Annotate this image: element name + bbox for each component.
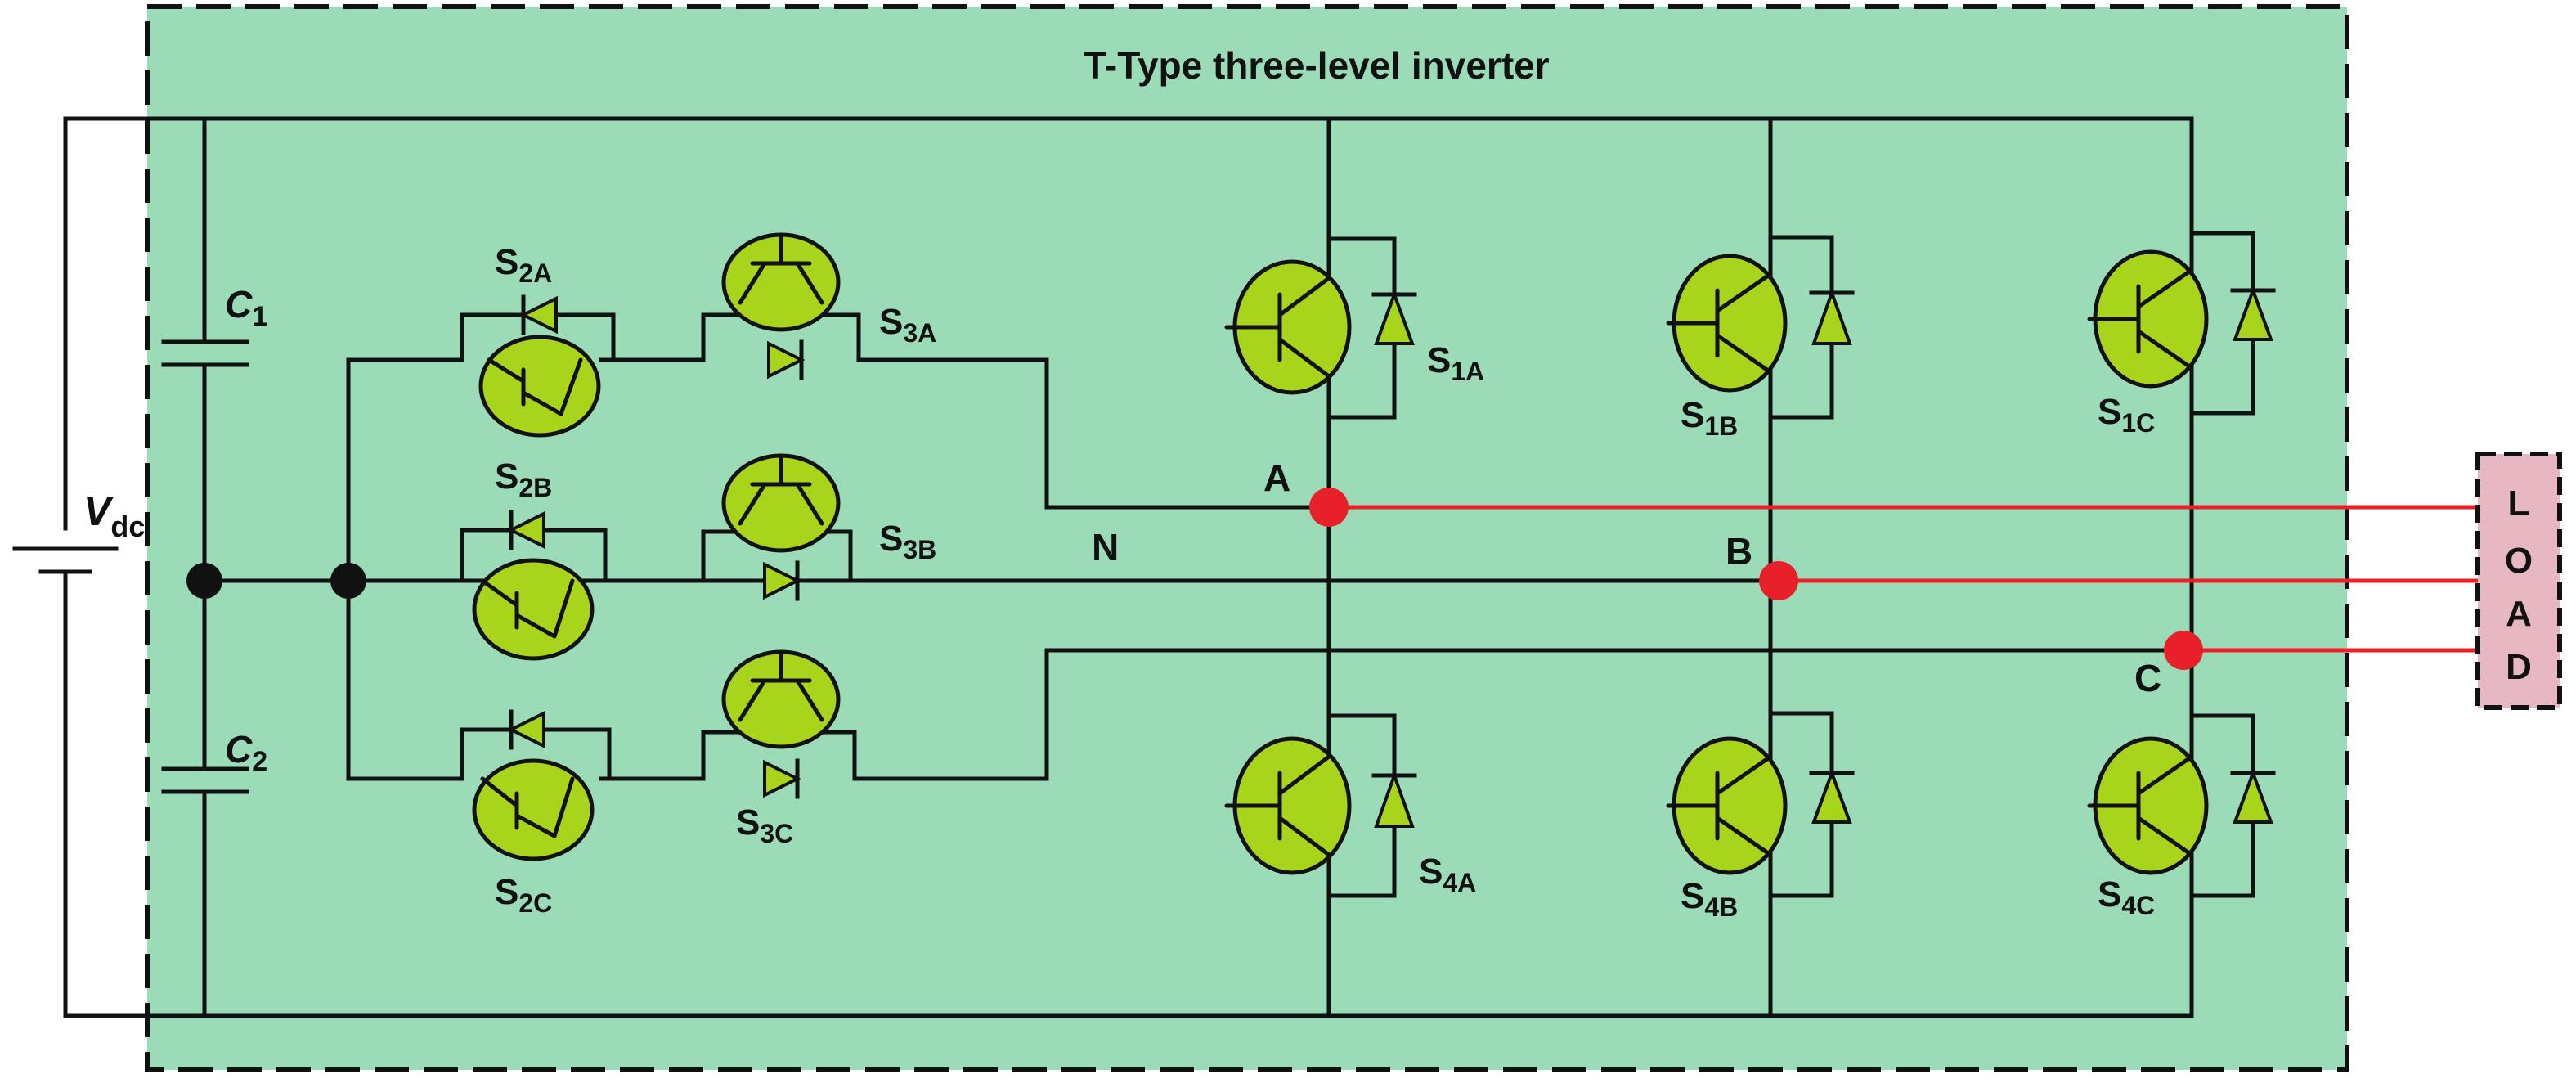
node-b-label: B <box>1726 530 1752 573</box>
dc-source <box>12 546 119 574</box>
phase-output-wires <box>1329 505 2478 653</box>
s2a-label: S2A <box>495 242 552 288</box>
s4c-label: S4C <box>2098 874 2155 920</box>
vdc-label: Vdc <box>83 488 145 543</box>
inverter-box <box>145 4 2349 1072</box>
s2c-label: S2C <box>495 872 552 918</box>
switch-s3b <box>701 453 853 601</box>
node-a-label: A <box>1263 456 1290 499</box>
switch-s4b <box>1666 711 1855 898</box>
capacitor-c2 <box>161 766 249 794</box>
s3b-label: S3B <box>879 519 936 564</box>
s4b-label: S4B <box>1681 876 1738 922</box>
switch-s2c <box>460 709 612 861</box>
capacitor-c1 <box>161 339 249 367</box>
s3c-label: S3C <box>736 802 793 848</box>
node-a-dot <box>1309 488 1349 527</box>
c1-label: C1 <box>225 283 267 332</box>
s1a-label: S1A <box>1427 340 1484 386</box>
switch-s2b <box>460 510 608 661</box>
s1c-label: S1C <box>2098 392 2155 438</box>
switch-s4a <box>1224 713 1417 898</box>
diagram-title: T-Type three-level inverter <box>1084 44 1549 87</box>
junction-dot-neutral <box>330 563 366 599</box>
node-c-label: C <box>2134 657 2161 699</box>
switch-s1c <box>2087 231 2276 416</box>
s1b-label: S1B <box>1681 395 1738 441</box>
switch-s3a <box>701 232 861 380</box>
c2-label: C2 <box>225 728 267 777</box>
node-c-dot <box>2164 631 2203 670</box>
junction-dot-dc-mid <box>186 563 222 599</box>
switch-s1b <box>1666 235 1855 420</box>
load-box <box>2475 452 2562 710</box>
s4a-label: S4A <box>1419 852 1476 897</box>
s3a-label: S3A <box>879 302 936 348</box>
load-letter-d: D <box>2506 647 2532 687</box>
switch-s2a <box>460 294 616 438</box>
load-letter-a: A <box>2506 594 2532 634</box>
neutral-wiring <box>202 357 2182 781</box>
switch-s3c <box>701 649 857 799</box>
load-letter-o: O <box>2505 541 2533 581</box>
node-b-dot <box>1759 561 1798 600</box>
switch-s1a <box>1224 236 1417 420</box>
load-letter-l: L <box>2508 483 2530 524</box>
switch-s4c <box>2087 713 2276 898</box>
s2b-label: S2B <box>495 456 552 502</box>
neutral-label: N <box>1092 526 1119 568</box>
